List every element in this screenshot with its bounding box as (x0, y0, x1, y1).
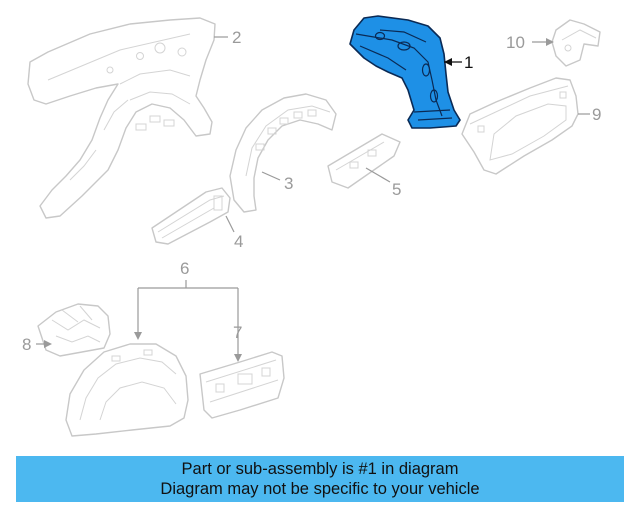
leader-6-arrowhead-left (134, 332, 142, 340)
callout-10[interactable]: 10 (506, 33, 525, 52)
callout-7[interactable]: 7 (233, 323, 242, 342)
leader-1-arrowhead (444, 58, 452, 66)
part-10-bracket[interactable] (551, 19, 601, 67)
part-7-rail-section[interactable] (199, 351, 285, 419)
banner-line-part-number: Part or sub-assembly is #1 in diagram (181, 460, 459, 478)
callout-2[interactable]: 2 (232, 28, 241, 47)
leader-8-arrowhead (44, 340, 52, 348)
banner-line-disclaimer: Diagram may not be specific to your vehi… (160, 480, 480, 498)
part-1-pillar-reinforcement[interactable] (349, 15, 461, 129)
leader-6-bracket (137, 280, 239, 354)
part-5-reinforcement-plate[interactable] (327, 133, 401, 189)
leader-10-arrowhead (546, 38, 554, 46)
callout-5[interactable]: 5 (392, 180, 401, 199)
exploded-parts-diagram: 2 3 4 5 (22, 15, 601, 437)
leader-3 (261, 171, 281, 181)
callout-9[interactable]: 9 (592, 105, 601, 124)
callout-4[interactable]: 4 (234, 232, 243, 251)
callout-1[interactable]: 1 (464, 53, 473, 72)
part-2-quarter-inner-panel[interactable] (27, 17, 216, 219)
callout-6[interactable]: 6 (180, 259, 189, 278)
part-4-rail-bracket[interactable] (151, 187, 231, 245)
callout-3[interactable]: 3 (284, 174, 293, 193)
part-8-liner-piece[interactable] (37, 303, 111, 357)
part-9-rear-panel[interactable] (461, 77, 579, 175)
leader-4 (225, 215, 235, 233)
callout-8[interactable]: 8 (22, 335, 31, 354)
info-banner: Part or sub-assembly is #1 in diagram Di… (16, 456, 624, 502)
part-6-wheelhouse-inner[interactable] (65, 343, 189, 437)
leader-7-arrowhead (234, 354, 242, 362)
leader-5 (365, 167, 391, 183)
part-3-wheelhouse[interactable] (229, 93, 337, 213)
